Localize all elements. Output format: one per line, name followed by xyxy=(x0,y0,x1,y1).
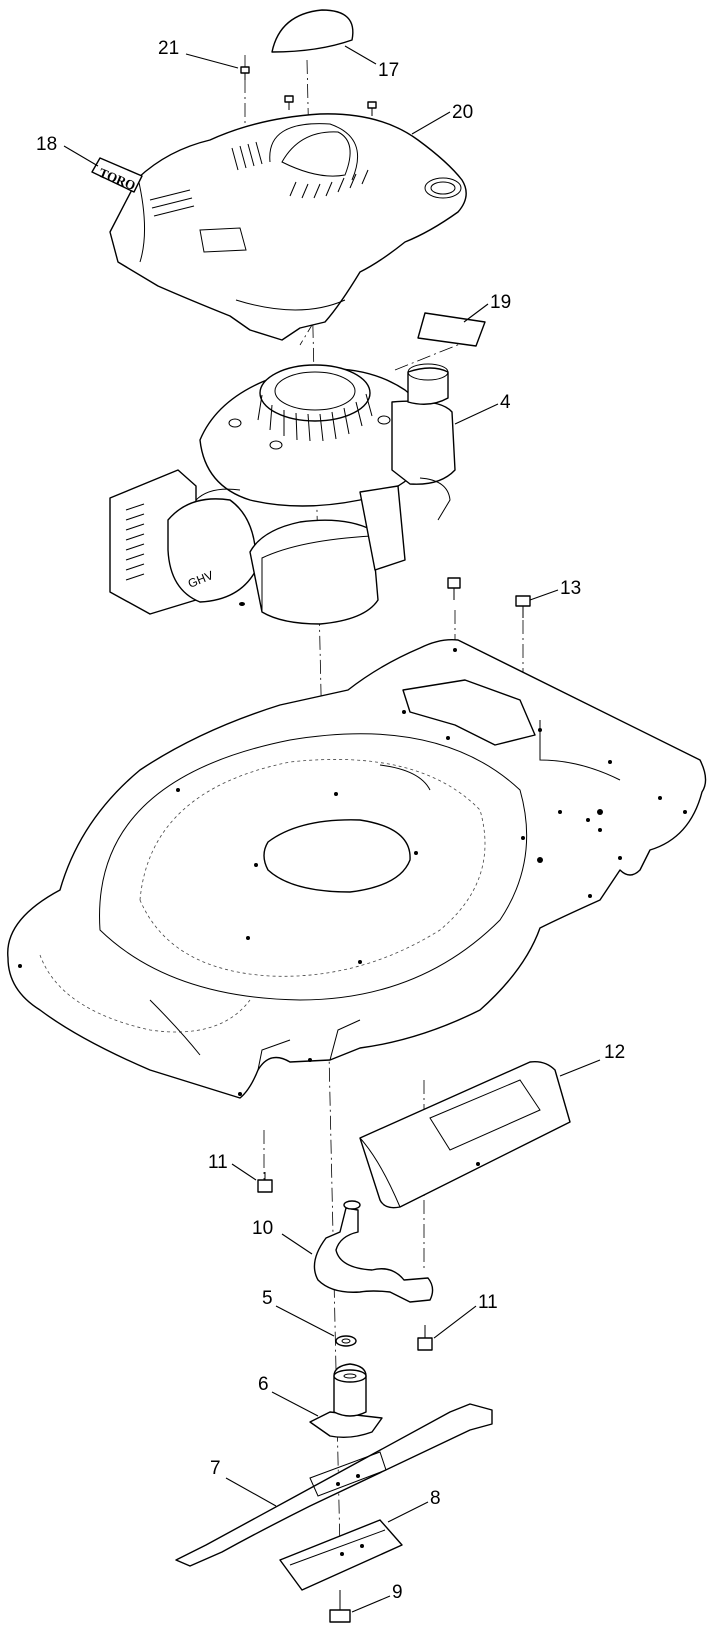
svg-text:21: 21 xyxy=(158,38,179,59)
callout-4: 4 xyxy=(454,392,511,425)
callout-11-right: 11 xyxy=(433,1292,498,1339)
engine-side-vents xyxy=(125,503,145,581)
part-6-adapter xyxy=(309,1363,383,1439)
part-19-label xyxy=(417,312,486,347)
svg-text:18: 18 xyxy=(36,134,57,155)
svg-text:11: 11 xyxy=(478,1292,498,1313)
callout-5: 5 xyxy=(262,1288,335,1337)
svg-text:6: 6 xyxy=(258,1374,269,1395)
mower-deck xyxy=(7,638,707,1099)
callout-12: 12 xyxy=(559,1042,625,1077)
svg-text:8: 8 xyxy=(430,1488,441,1509)
svg-text:9: 9 xyxy=(392,1582,403,1603)
svg-text:4: 4 xyxy=(500,392,511,413)
screw-21b xyxy=(284,95,294,110)
shroud-vents xyxy=(149,141,369,217)
deck-holes xyxy=(18,648,687,1096)
svg-text:5: 5 xyxy=(262,1288,273,1309)
callout-21: 21 xyxy=(158,38,239,69)
part-9-blade-bolt xyxy=(329,1590,351,1623)
part-10-bracket xyxy=(313,1200,434,1303)
svg-text:7: 7 xyxy=(210,1458,221,1479)
part-7-blade xyxy=(175,1403,493,1567)
callout-7: 7 xyxy=(210,1458,277,1507)
callout-6: 6 xyxy=(258,1374,319,1417)
screw-21c xyxy=(367,101,377,116)
part-4-engine: GHV xyxy=(109,363,456,625)
callout-17: 17 xyxy=(344,45,399,81)
svg-text:13: 13 xyxy=(560,578,581,599)
callout-9: 9 xyxy=(351,1582,403,1613)
callout-10: 10 xyxy=(252,1218,313,1255)
part-12-deflector xyxy=(359,1060,571,1209)
part-8-stiffener xyxy=(279,1519,403,1591)
callout-11-left: 11 xyxy=(208,1152,257,1181)
part-18-decal: TORO xyxy=(91,157,143,193)
part-5-washer xyxy=(335,1335,357,1347)
svg-text:20: 20 xyxy=(452,102,473,123)
part-11-bolt-b xyxy=(417,1325,433,1351)
part-21-screws xyxy=(240,66,377,116)
callout-13: 13 xyxy=(529,578,581,601)
svg-text:12: 12 xyxy=(604,1042,625,1063)
part-20-shroud xyxy=(109,113,467,341)
bolt-13b xyxy=(515,595,531,618)
svg-text:19: 19 xyxy=(490,292,511,313)
callout-20: 20 xyxy=(411,102,473,135)
callout-8: 8 xyxy=(387,1488,441,1523)
svg-text:17: 17 xyxy=(378,60,399,81)
svg-text:10: 10 xyxy=(252,1218,273,1239)
svg-text:11: 11 xyxy=(208,1152,228,1173)
bolt-13a xyxy=(447,577,461,600)
callout-19: 19 xyxy=(463,292,511,323)
callout-18: 18 xyxy=(36,134,99,167)
part-11-bolt-a xyxy=(257,1172,273,1193)
screw-21a xyxy=(240,66,250,80)
flywheel-fins xyxy=(257,393,373,442)
part-13-bolts xyxy=(447,577,531,618)
part-17-cap xyxy=(271,9,354,53)
